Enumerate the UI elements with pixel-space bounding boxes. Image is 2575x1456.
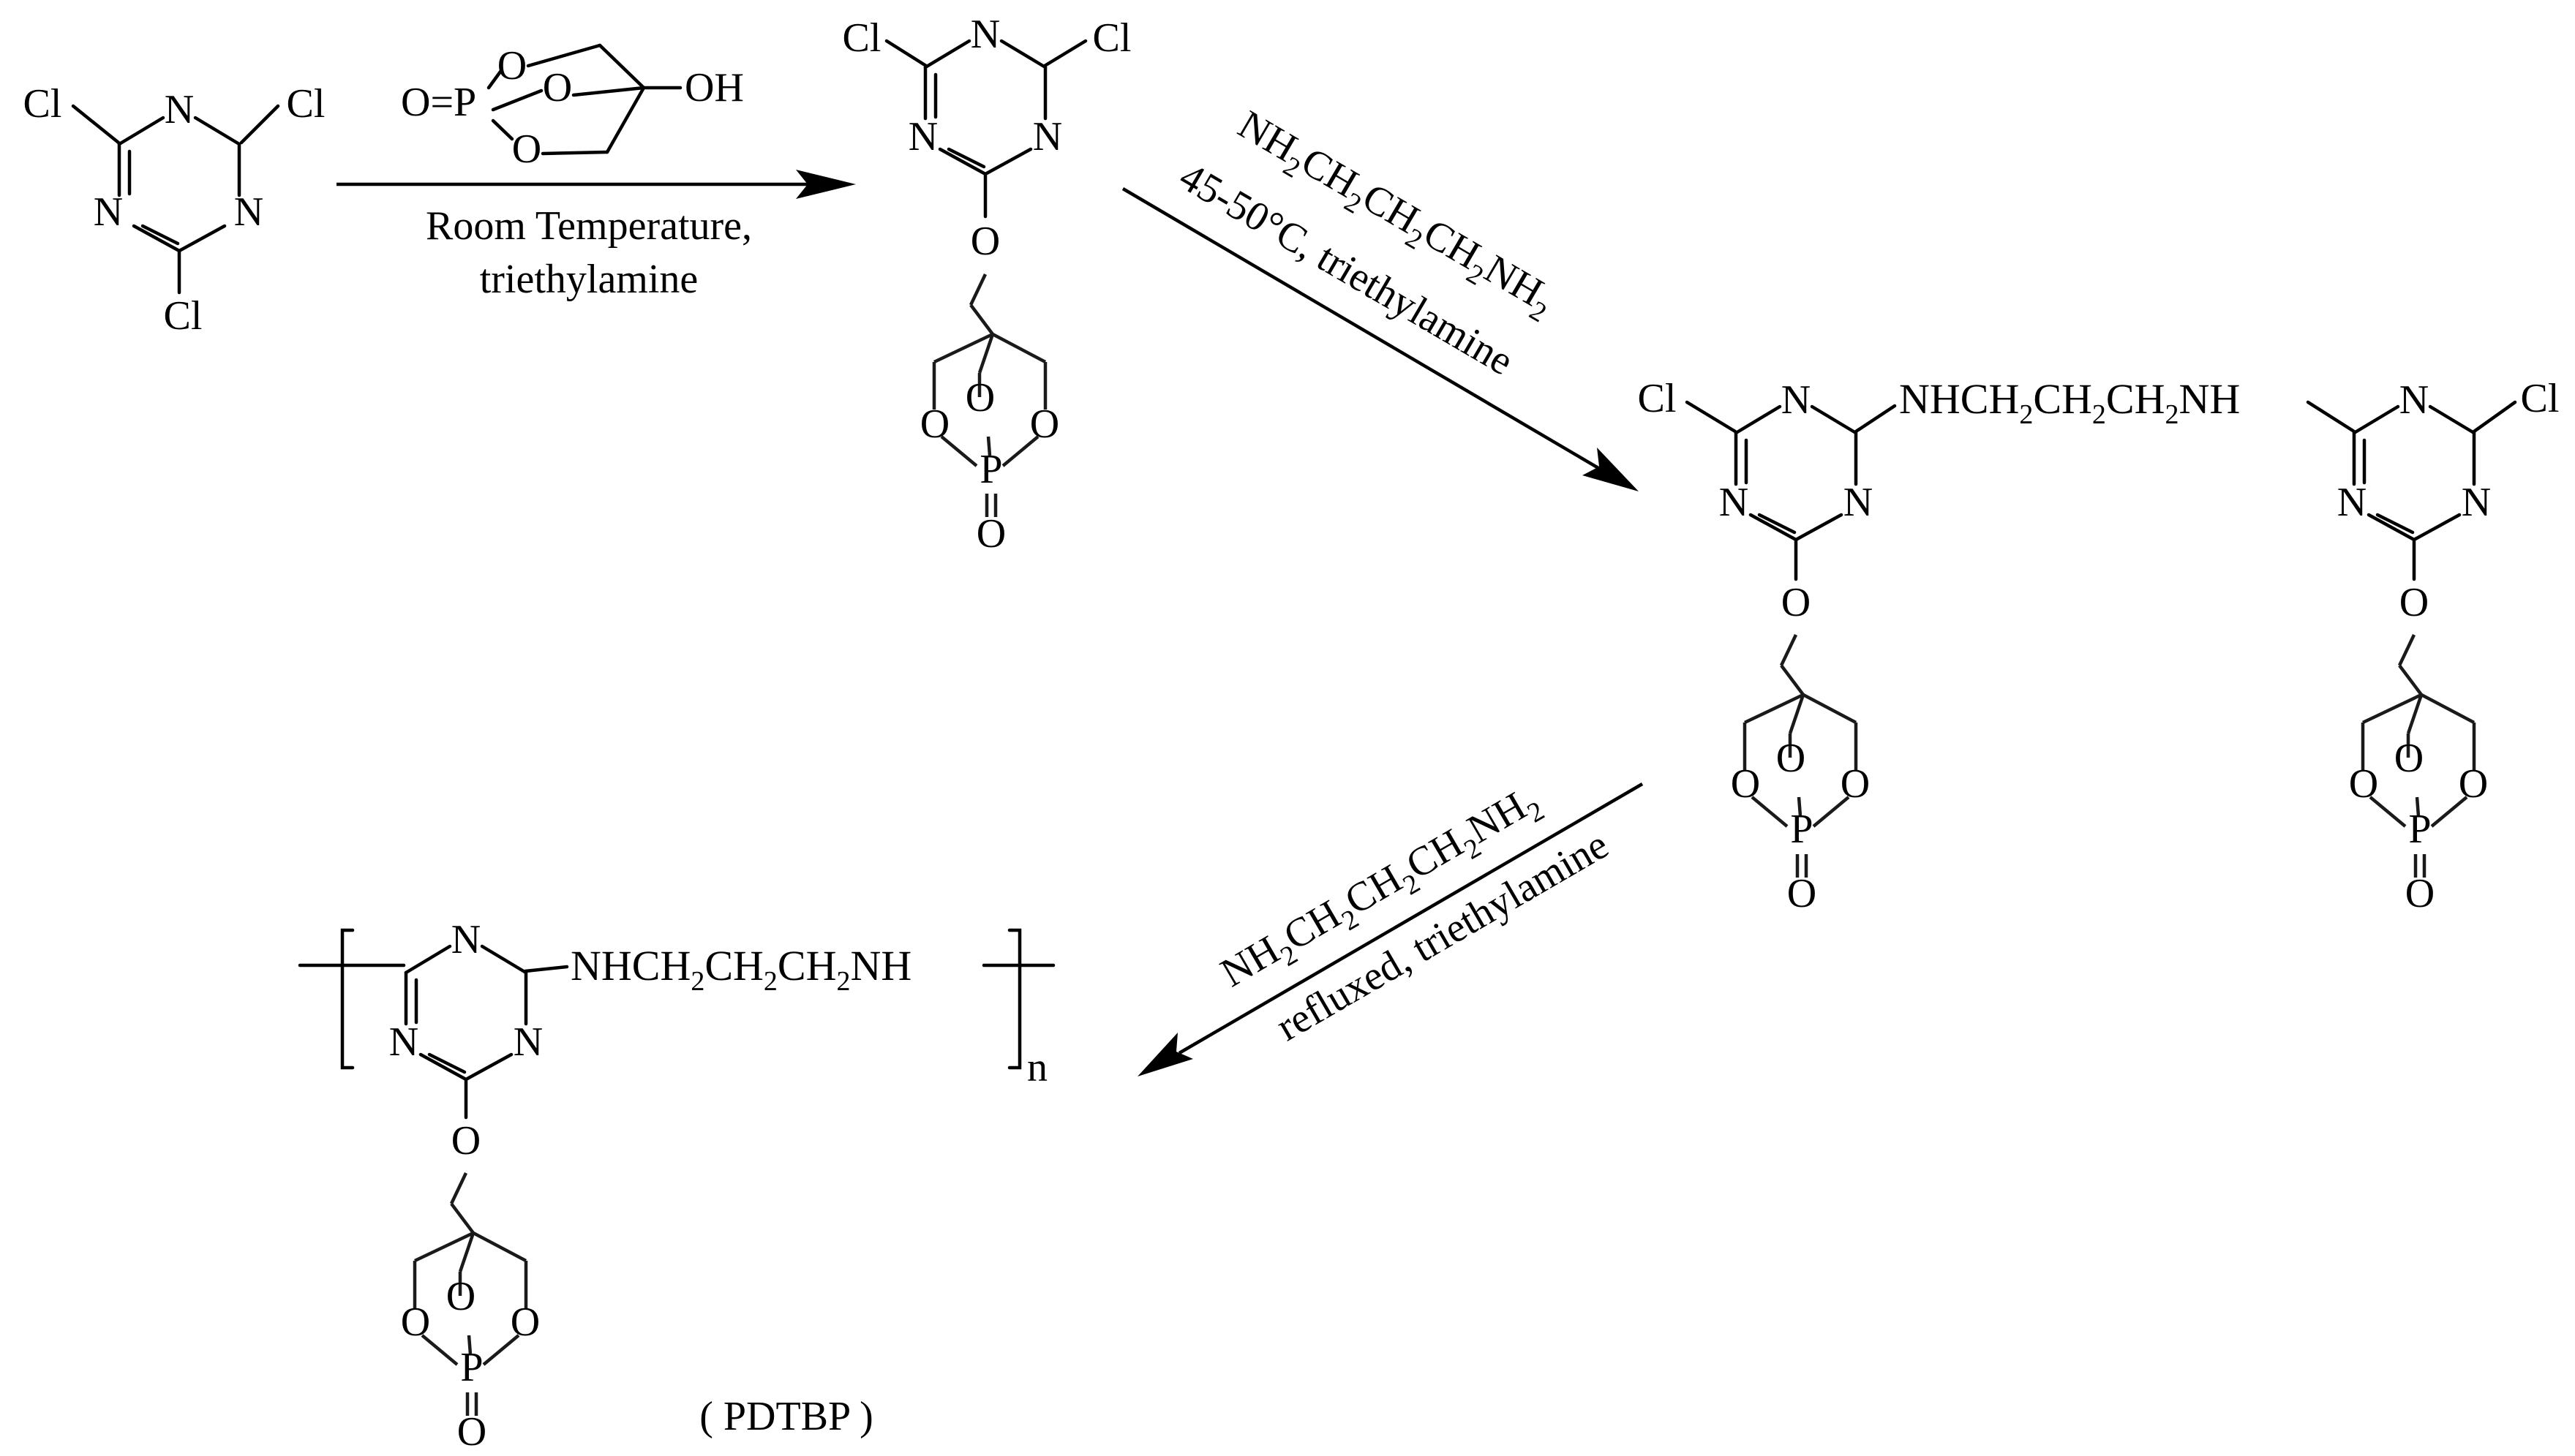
atom-o: O bbox=[2399, 580, 2429, 625]
dichloro-triazine-pepa: N N N Cl Cl O O O O P O bbox=[843, 12, 1132, 557]
atom-o: O bbox=[971, 219, 1000, 264]
atom-o: O bbox=[1030, 401, 1059, 447]
atom-o: O bbox=[1776, 736, 1805, 781]
atom-oxo: O bbox=[977, 511, 1006, 557]
polymer-name: ( PDTBP ) bbox=[699, 1394, 873, 1439]
atom-n: N bbox=[165, 87, 194, 132]
atom-o: O bbox=[446, 1274, 475, 1319]
repeat-subscript: n bbox=[1027, 1045, 1048, 1090]
reaction-arrow-1: Room Temperature, triethylamine bbox=[337, 170, 856, 302]
atom-oh: OH bbox=[685, 65, 744, 110]
atom-p: P bbox=[2408, 807, 2431, 852]
atom-o: O bbox=[543, 65, 572, 110]
atom-o: O bbox=[511, 1300, 540, 1345]
atom-n: N bbox=[2462, 480, 2491, 525]
atom-o: O bbox=[401, 1300, 430, 1345]
atom-o: O bbox=[497, 43, 527, 88]
atom-cl: Cl bbox=[1638, 376, 1677, 421]
atom-o: O bbox=[966, 375, 995, 420]
atom-p-oxo: O=P bbox=[401, 80, 476, 125]
atom-cl: Cl bbox=[1093, 15, 1132, 61]
linker-chain: NHCH2CH2CH2NH bbox=[1899, 375, 2240, 430]
atom-cl: Cl bbox=[843, 15, 881, 61]
atom-cl: Cl bbox=[164, 293, 203, 339]
atom-oxo: O bbox=[2405, 871, 2435, 916]
atom-n: N bbox=[1033, 114, 1062, 159]
reaction-arrow-3: NH2CH2CH2CH2NH2 refluxed, triethylamine bbox=[1138, 782, 1644, 1076]
atom-o: O bbox=[2349, 761, 2378, 807]
atom-n: N bbox=[1719, 480, 1748, 525]
atom-n: N bbox=[94, 189, 123, 235]
atom-cl: Cl bbox=[2521, 376, 2560, 421]
atom-o: O bbox=[2459, 761, 2488, 807]
atom-n: N bbox=[451, 917, 481, 962]
polymer-linker-chain: NHCH2CH2CH2NH bbox=[571, 942, 911, 997]
atom-p: P bbox=[980, 447, 1002, 492]
atom-n: N bbox=[1843, 480, 1873, 525]
atom-n: N bbox=[909, 114, 938, 159]
atom-oxo: O bbox=[1787, 871, 1816, 916]
atom-oxo: O bbox=[457, 1409, 486, 1455]
atom-n: N bbox=[971, 12, 1000, 57]
atom-p: P bbox=[460, 1345, 483, 1390]
bis-triazine-dimer: N N N Cl O O O O P O NHCH2CH2CH2NH N N N… bbox=[1638, 375, 2560, 916]
atom-n: N bbox=[2399, 377, 2429, 423]
atom-n: N bbox=[1781, 377, 1811, 423]
atom-o: O bbox=[512, 127, 541, 172]
atom-n: N bbox=[389, 1019, 418, 1065]
reaction1-conditions-line1: Room Temperature, bbox=[426, 203, 752, 249]
reaction1-conditions-line2: triethylamine bbox=[480, 257, 699, 302]
pepa-reagent: O=P O O O OH bbox=[401, 43, 744, 172]
atom-n: N bbox=[514, 1019, 543, 1065]
atom-o: O bbox=[1731, 761, 1760, 807]
atom-cl: Cl bbox=[23, 81, 62, 127]
atom-cl: Cl bbox=[287, 81, 326, 127]
atom-o: O bbox=[2394, 736, 2424, 781]
cyanuric-chloride: N N N Cl Cl Cl bbox=[23, 81, 326, 339]
pdtbp-polymer: N N N NHCH2CH2CH2NH n O O O O P O ( PDTB… bbox=[298, 917, 1056, 1455]
atom-n: N bbox=[234, 189, 263, 235]
atom-o: O bbox=[1841, 761, 1870, 807]
atom-n: N bbox=[2337, 480, 2367, 525]
atom-o: O bbox=[920, 401, 950, 447]
atom-o: O bbox=[1781, 580, 1811, 625]
reaction-arrow-2: NH2CH2CH2CH2NH2 45-50°C, triethylamine bbox=[1121, 102, 1639, 491]
atom-o: O bbox=[451, 1118, 481, 1163]
atom-p: P bbox=[1790, 807, 1813, 852]
